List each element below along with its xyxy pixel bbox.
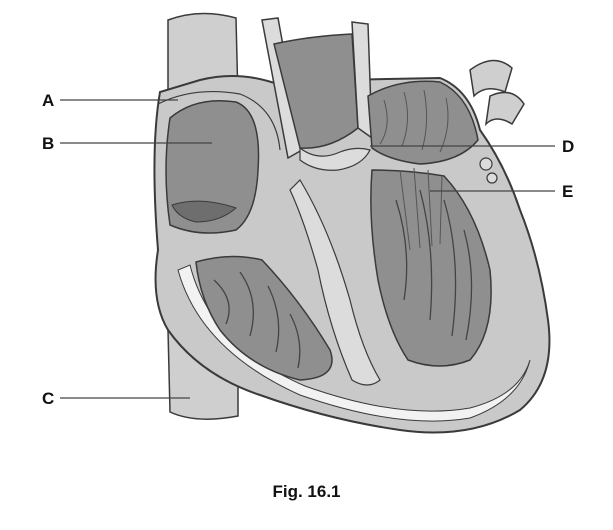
label-a: A (42, 92, 54, 109)
coronary-vessel-1 (480, 158, 492, 170)
label-e: E (562, 183, 573, 200)
label-b: B (42, 135, 54, 152)
label-c: C (42, 390, 54, 407)
coronary-vessel-2 (487, 173, 497, 183)
label-d: D (562, 138, 574, 155)
pulmonary-vein-lower (486, 92, 524, 124)
figure-caption: Fig. 16.1 (0, 482, 613, 502)
pulmonary-vein-upper (470, 60, 512, 96)
